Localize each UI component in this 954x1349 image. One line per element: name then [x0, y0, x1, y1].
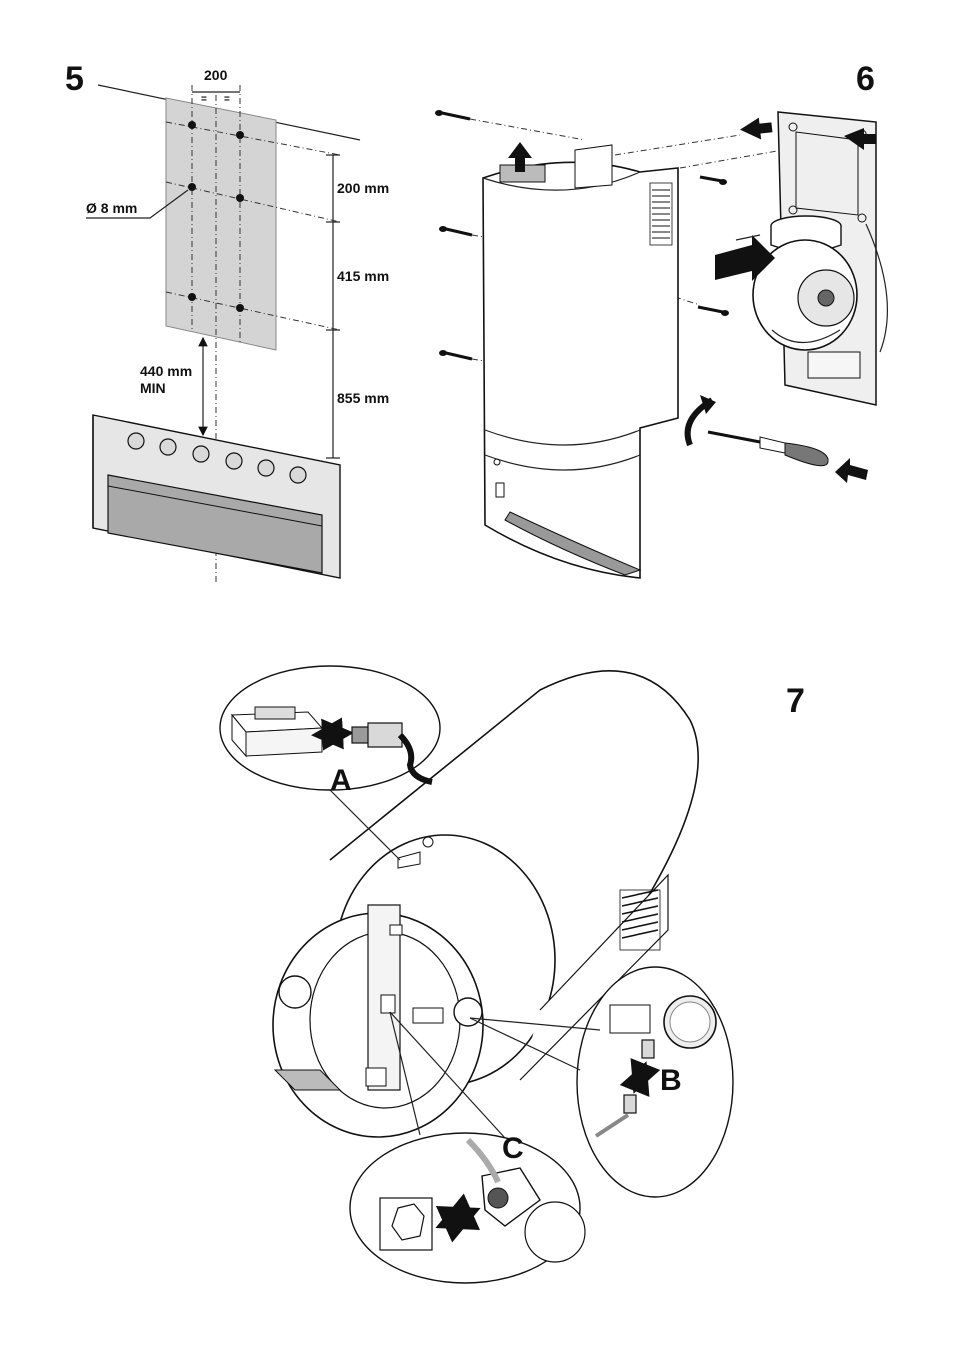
equal-mark-left: =	[201, 94, 207, 105]
cooktop-knob	[160, 439, 176, 455]
step7-number: 7	[786, 682, 805, 720]
dim-min-clearance-value: 440 mm	[140, 363, 192, 379]
drill-hole	[236, 304, 244, 312]
cooktop-knob	[290, 467, 306, 483]
callout-c: C	[502, 1132, 524, 1165]
screwdriver-icon	[708, 432, 828, 466]
callout-a: A	[330, 764, 352, 797]
equal-mark-right: =	[224, 94, 230, 105]
screw-icon	[435, 110, 470, 119]
cooktop-knob	[258, 460, 274, 476]
callout-b: B	[660, 1064, 682, 1097]
screw-icon	[698, 307, 729, 316]
dim-height-bottom: 855 mm	[337, 390, 389, 406]
drill-hole	[188, 121, 196, 129]
blower-motor	[753, 216, 857, 350]
arrow-left-icon	[835, 458, 868, 483]
cylindrical-hood	[483, 145, 678, 578]
drill-hole	[236, 131, 244, 139]
step6-number: 6	[856, 60, 875, 98]
dim-min-clearance-label: MIN	[140, 380, 166, 396]
hole-diameter-label: Ø 8 mm	[86, 200, 137, 216]
step7-panel: 7	[220, 666, 805, 1283]
cooktop-knob	[128, 433, 144, 449]
cooktop-knob	[193, 446, 209, 462]
drill-hole	[236, 194, 244, 202]
step6-panel: 6	[435, 60, 887, 578]
dim-top-width: 200	[204, 67, 228, 83]
guide-line	[470, 119, 585, 140]
screw-icon	[439, 226, 472, 235]
drill-hole	[188, 183, 196, 191]
step5-number: 5	[65, 60, 84, 98]
step5-panel: 5 200 = = Ø 8 mm 200 mm	[65, 60, 389, 585]
screw-icon	[700, 177, 727, 185]
cooktop-knob	[226, 453, 242, 469]
arrow-right-icon	[739, 116, 773, 141]
guide-line	[615, 135, 740, 155]
dim-spacing-top: 200 mm	[337, 180, 389, 196]
drill-hole	[188, 293, 196, 301]
cooktop-illustration	[93, 415, 340, 578]
screw-icon	[439, 350, 472, 359]
dim-spacing-mid: 415 mm	[337, 268, 389, 284]
